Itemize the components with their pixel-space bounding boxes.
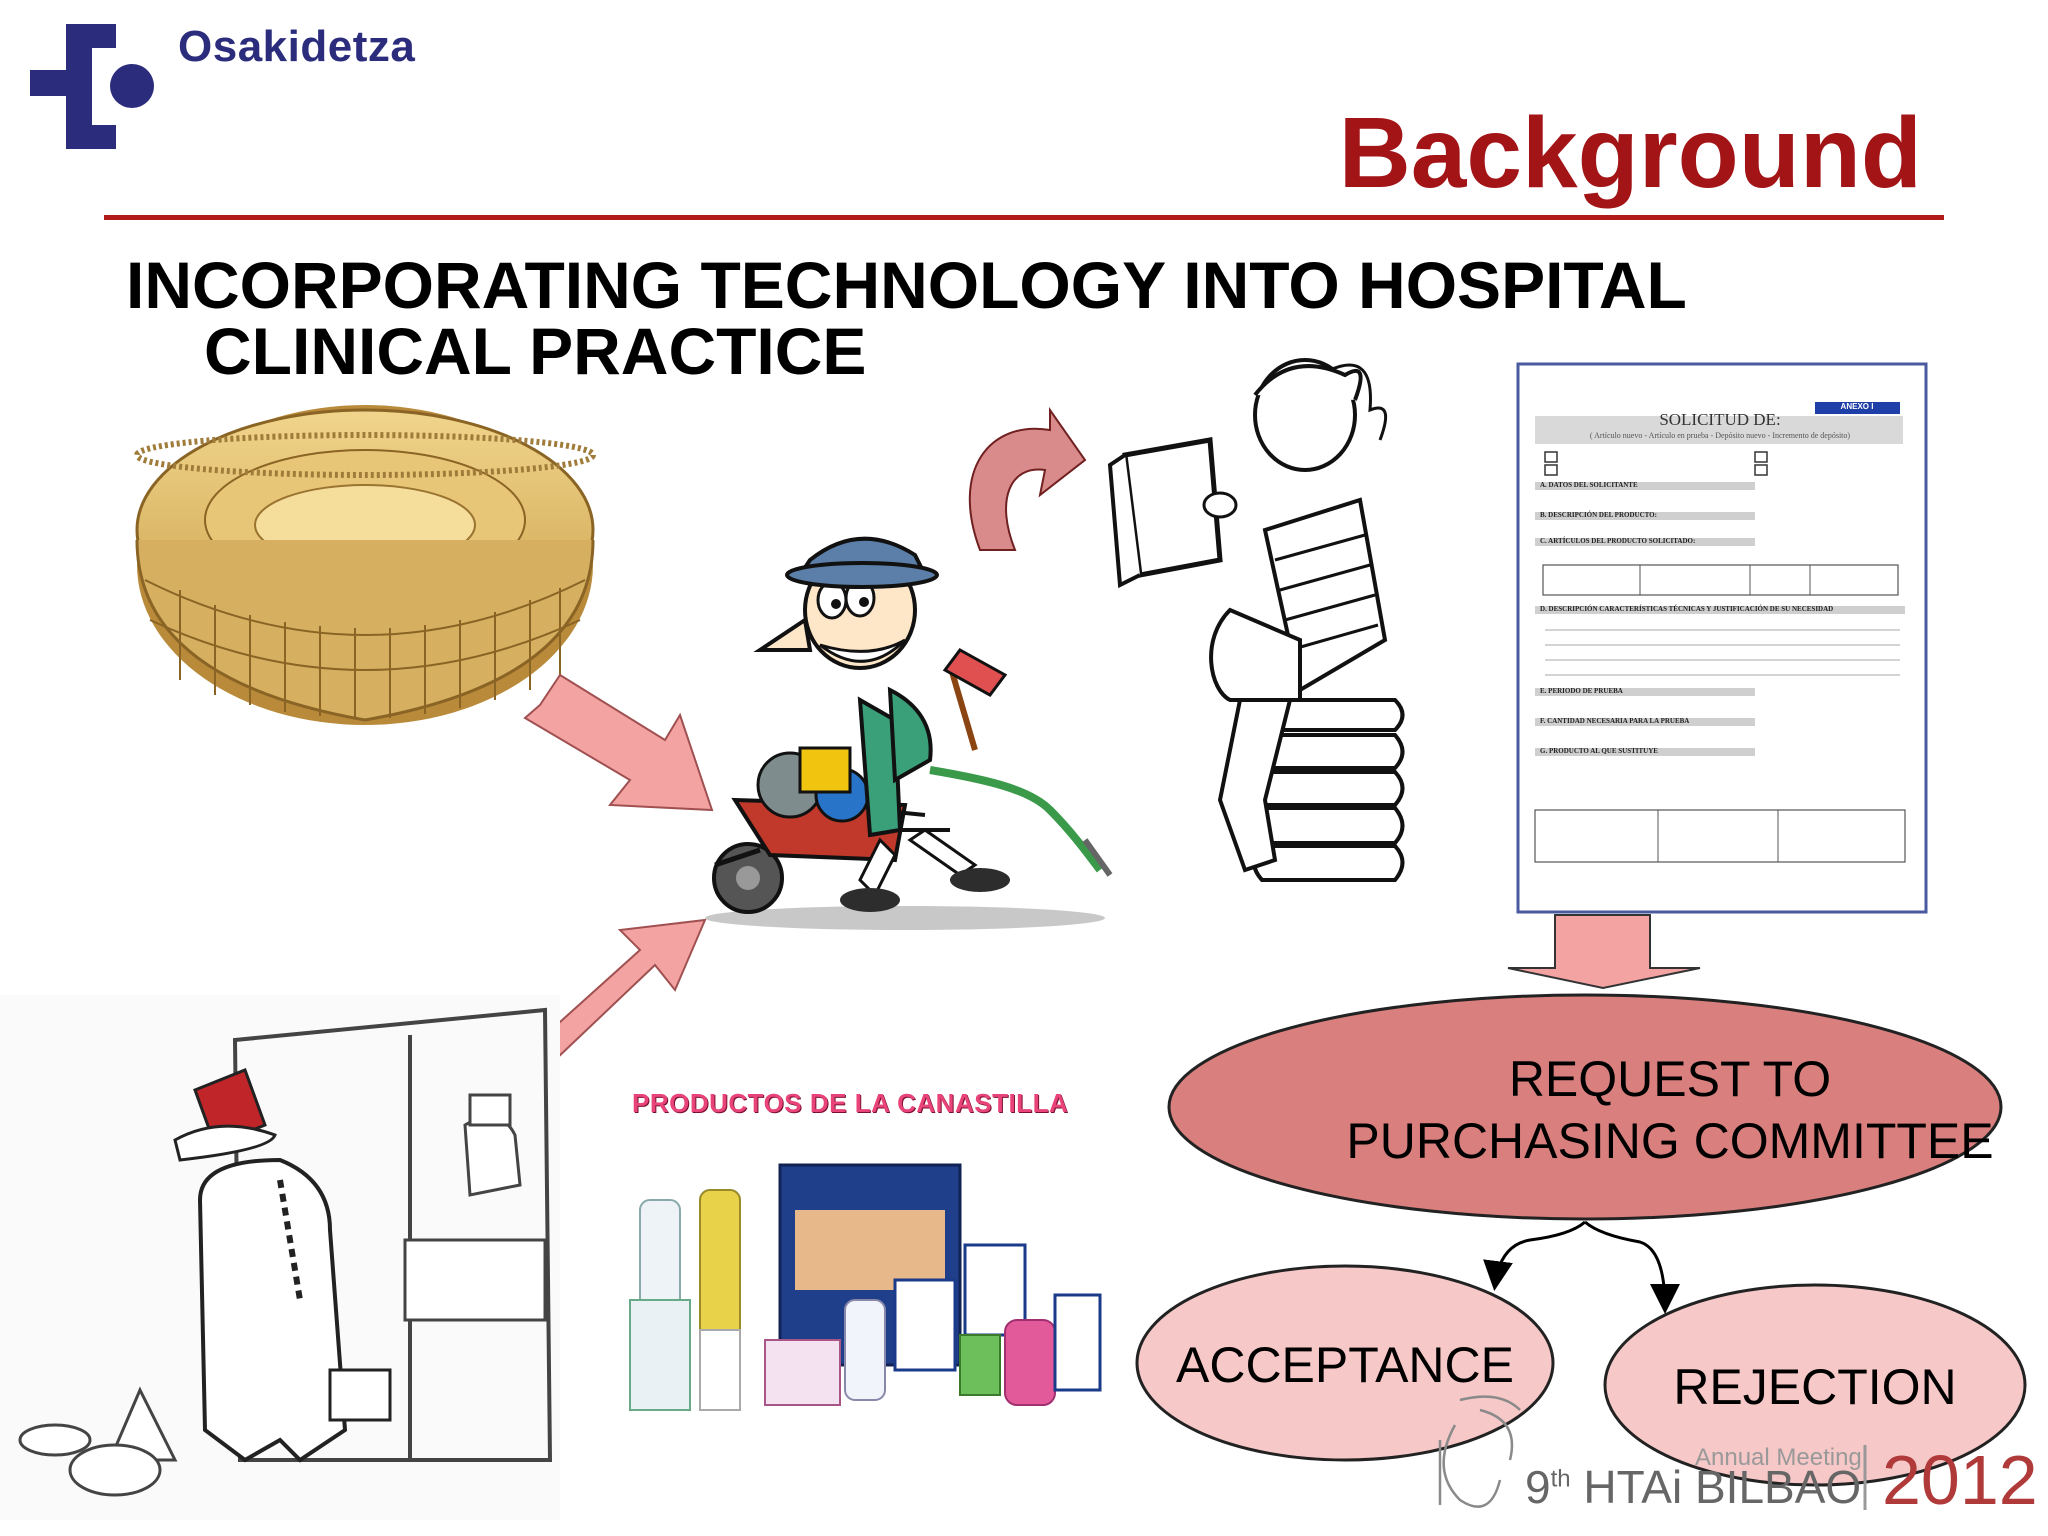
form-anexo-label: ANEXO I — [1840, 402, 1874, 411]
form-header: SOLICITUD DE: — [1659, 410, 1781, 429]
acceptance-ellipse — [1135, 1264, 1555, 1462]
form-section-f: F. CANTIDAD NECESARIA PARA LA PRUEBA — [1540, 717, 1690, 725]
form-section-c: C. ARTÍCULOS DEL PRODUCTO SOLICITADO: — [1540, 537, 1696, 545]
request-ellipse — [1167, 993, 2003, 1221]
curved-arrow-to-reader — [968, 406, 1087, 551]
slide-subtitle: INCORPORATING TECHNOLOGY INTO HOSPITAL C… — [126, 252, 1826, 384]
colosseum-icon — [134, 405, 596, 725]
form-subheader: ( Artículo nuevo - Artículo en prueba - … — [1589, 431, 1851, 440]
logo-name: Osakidetza — [178, 22, 416, 71]
rejection-ellipse — [1603, 1283, 2027, 1487]
osakidetza-logo-icon — [30, 24, 154, 149]
htai-event-name: HTAi BILBAO — [1570, 1461, 1862, 1513]
form-section-e: E. PERIODO DE PRUEBA — [1540, 687, 1623, 695]
form-section-b: B. DESCRIPCIÓN DEL PRODUCTO: — [1540, 511, 1657, 519]
connector-to-acceptance — [1483, 1220, 1586, 1291]
subtitle-line-2: CLINICAL PRACTICE — [204, 314, 867, 388]
htai-edition-suffix: th — [1550, 1465, 1571, 1493]
businessman-door-icon — [0, 995, 560, 1520]
rejection-label: REJECTION — [1673, 1359, 1957, 1415]
arrow-form-to-request — [1507, 914, 1701, 990]
request-form-icon — [1516, 362, 1928, 914]
form-section-g: G. PRODUCTO AL QUE SUSTITUYE — [1540, 747, 1658, 755]
gardener-wheelbarrow-icon — [705, 536, 1113, 930]
canastilla-title: PRODUCTOS DE LA CANASTILLA — [632, 1088, 1069, 1118]
arrow-businessman-to-gardener — [529, 918, 707, 1062]
form-section-a: A. DATOS DEL SOLICITANTE — [1540, 481, 1638, 489]
htai-meeting-label: Annual Meeting — [1695, 1444, 1862, 1471]
htai-logo-icon — [1438, 1395, 1521, 1508]
htai-event-label: 9th HTAi BILBAO — [1525, 1460, 1861, 1514]
connector-to-rejection — [1584, 1220, 1680, 1314]
htai-edition: 9 — [1525, 1461, 1551, 1513]
subtitle-line-1: INCORPORATING TECHNOLOGY INTO HOSPITAL — [126, 248, 1687, 322]
baby-products-icon — [629, 1163, 1102, 1411]
htai-year: 2012 — [1882, 1441, 2038, 1519]
reader-on-books-icon — [1107, 358, 1405, 882]
slide-title: Background — [1338, 97, 1922, 209]
arrow-colosseum-to-gardener — [523, 673, 714, 812]
acceptance-label: ACCEPTANCE — [1175, 1337, 1514, 1393]
title-divider — [104, 215, 1944, 220]
request-label: REQUEST TO PURCHASING COMMITTEE — [1346, 1051, 1994, 1169]
form-section-d: D. DESCRIPCIÓN CARACTERÍSTICAS TÉCNICAS … — [1540, 605, 1834, 613]
